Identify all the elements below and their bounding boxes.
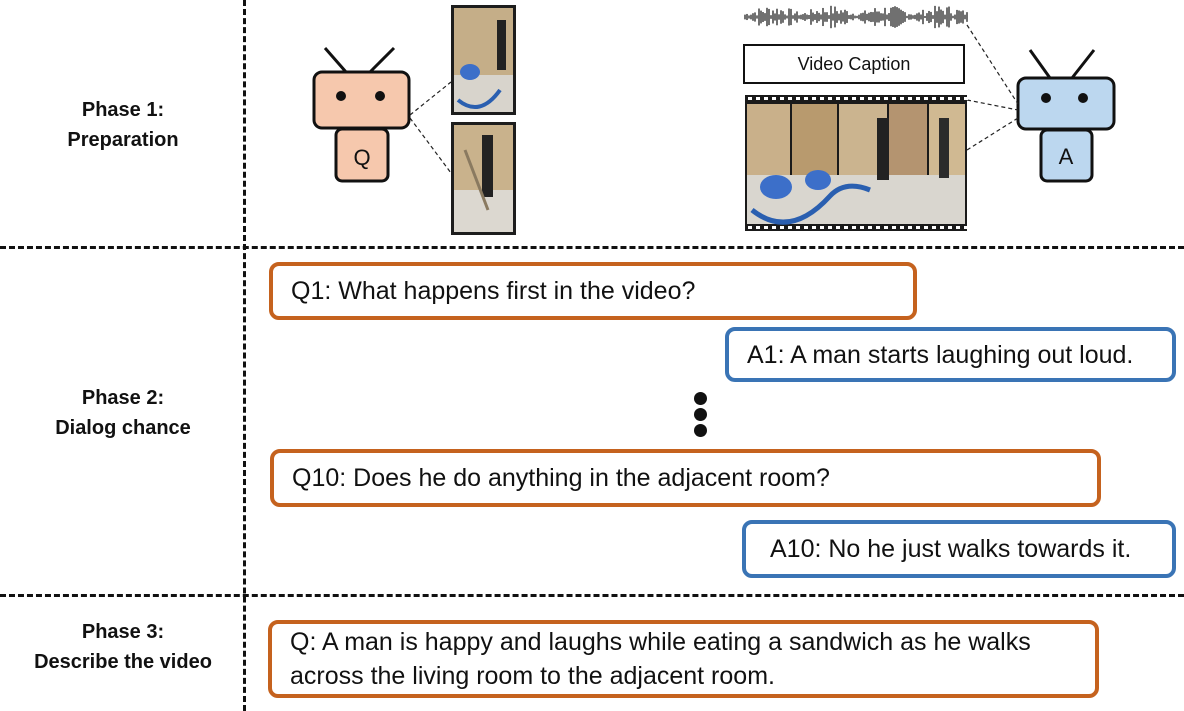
phase-1-label: Phase 1: Preparation bbox=[0, 95, 246, 155]
phase-2-title: Phase 2: bbox=[81, 387, 165, 409]
description-bubble: Q: A man is happy and laughs while eatin… bbox=[268, 620, 1099, 698]
description-line-1: Q: A man is happy and laughs while eatin… bbox=[290, 628, 1031, 656]
phase-3-label: Phase 3: Describe the video bbox=[0, 617, 246, 677]
phase-3-title: Phase 3: bbox=[81, 621, 165, 643]
description-line-2: across the living room to the adjacent r… bbox=[290, 662, 775, 690]
phase-1-title: Phase 1: bbox=[81, 99, 165, 121]
preparation-illustration: Q A bbox=[312, 5, 1116, 235]
column-divider bbox=[243, 0, 246, 711]
answerer-robot-icon bbox=[1016, 49, 1116, 183]
audio-waveform-icon bbox=[744, 5, 968, 29]
question-frames bbox=[451, 5, 516, 235]
phase-3-subtitle: Describe the video bbox=[34, 651, 212, 673]
ellipsis-dot-3 bbox=[694, 424, 707, 437]
phase-1-subtitle: Preparation bbox=[67, 129, 179, 151]
phase-divider-1 bbox=[0, 246, 1184, 249]
ellipsis-dot-2 bbox=[694, 408, 707, 421]
answer-bubble-1: A1: A man starts laughing out loud. bbox=[725, 327, 1176, 382]
answer-bubble-10: A10: No he just walks towards it. bbox=[742, 520, 1176, 578]
questioner-robot-icon bbox=[312, 46, 411, 183]
phase-divider-2 bbox=[0, 594, 1184, 597]
questioner-robot-letter: Q bbox=[353, 145, 370, 170]
video-filmstrip bbox=[745, 95, 968, 231]
question-bubble-1: Q1: What happens first in the video? bbox=[269, 262, 917, 320]
ellipsis-dot-1 bbox=[694, 392, 707, 405]
video-caption-box: Video Caption bbox=[743, 44, 965, 84]
phase-2-subtitle: Dialog chance bbox=[55, 417, 191, 439]
connector-lines bbox=[409, 24, 1019, 174]
question-bubble-10: Q10: Does he do anything in the adjacent… bbox=[270, 449, 1101, 507]
answerer-robot-letter: A bbox=[1059, 144, 1074, 169]
phase-2-label: Phase 2: Dialog chance bbox=[0, 383, 246, 443]
